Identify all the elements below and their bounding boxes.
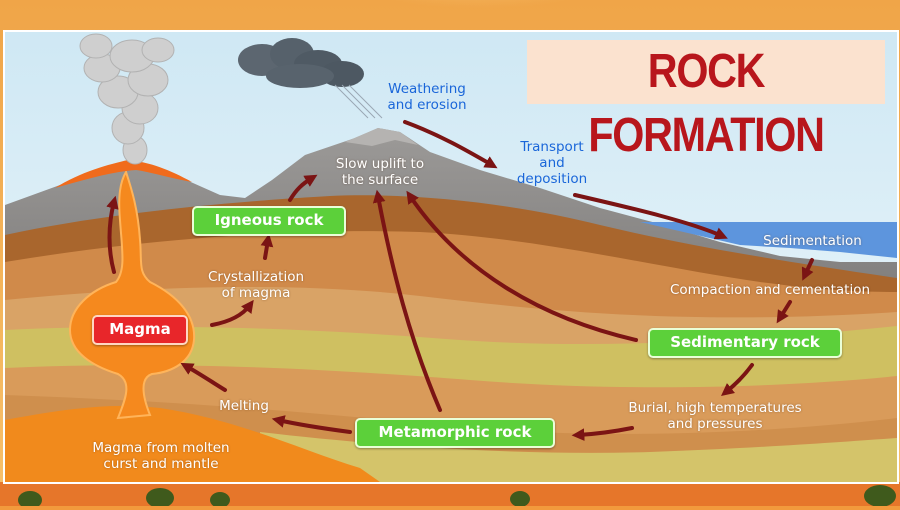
arrow-compaction-to-sedimentary — [776, 300, 792, 324]
arrow-crystallization-to-igneous — [260, 233, 274, 260]
box-sedimentary-rock: Sedimentary rock — [648, 328, 842, 358]
arrow-sedimentary-to-burial — [721, 363, 754, 396]
arrow-metamorphic-to-melting — [271, 415, 352, 434]
arrow-weathering-to-transport — [403, 120, 498, 169]
label-sedimentation: Sedimentation — [763, 233, 862, 249]
ground-strip — [0, 482, 900, 506]
label-crystallization-line1: Crystallization — [207, 269, 305, 285]
label-transport-line1: Transport — [520, 139, 584, 155]
rock-layer-7 — [260, 432, 897, 482]
label-transport-line3: deposition — [516, 171, 588, 187]
arrow-sedimentary-to-uplift — [406, 190, 638, 342]
magma-chamber — [68, 169, 196, 420]
label-magma-source-line2: curst and mantle — [103, 456, 219, 472]
title-banner: ROCK FORMATION — [527, 40, 885, 162]
arrow-burial-to-metamorphic — [571, 426, 634, 442]
cycle-arrows — [106, 120, 814, 442]
label-compaction: Compaction and cementation — [669, 282, 871, 298]
label-transport-line2: and — [539, 155, 565, 171]
label-burial-line1: Burial, high temperatures — [628, 400, 802, 416]
tree-silhouettes — [18, 485, 896, 509]
sun-glow — [340, 0, 620, 40]
label-magma-source: Magma from molten curst and mantle — [66, 440, 256, 472]
arrow-igneous-to-uplift — [288, 174, 318, 202]
mountain-peak — [345, 128, 418, 146]
arrow-volcano-up — [106, 195, 119, 274]
label-burial-line2: and pressures — [667, 416, 763, 432]
box-magma: Magma — [92, 315, 188, 345]
box-metamorphic-rock: Metamorphic rock — [355, 418, 555, 448]
label-uplift-line1: Slow uplift to — [335, 156, 425, 172]
label-magma-source-line1: Magma from molten — [92, 440, 230, 456]
arrow-metamorphic-to-uplift — [372, 189, 442, 412]
label-uplift: Slow uplift to the surface — [316, 156, 444, 188]
label-melting: Melting — [219, 398, 269, 414]
magma-layer — [5, 405, 380, 482]
label-uplift-line2: the surface — [341, 172, 419, 188]
label-transport: Transport and deposition — [496, 139, 608, 187]
label-crystallization: Crystallization of magma — [192, 269, 320, 301]
rain-cloud — [238, 38, 383, 119]
label-crystallization-line2: of magma — [221, 285, 291, 301]
volcano-smoke — [79, 33, 175, 165]
lava-flow — [55, 160, 192, 188]
arrow-magma-to-crystallization — [210, 299, 254, 327]
box-igneous-rock: Igneous rock — [192, 206, 346, 236]
label-weathering: Weathering and erosion — [372, 81, 482, 113]
page-title: ROCK FORMATION — [588, 45, 825, 162]
label-weathering-line2: and erosion — [387, 97, 467, 113]
arrow-transport-to-sedimentation — [573, 193, 728, 240]
label-burial: Burial, high temperatures and pressures — [600, 400, 830, 432]
label-weathering-line1: Weathering — [388, 81, 466, 97]
arrow-melting-to-magma — [180, 362, 227, 392]
arrow-sedimentation-to-compaction — [801, 258, 814, 281]
